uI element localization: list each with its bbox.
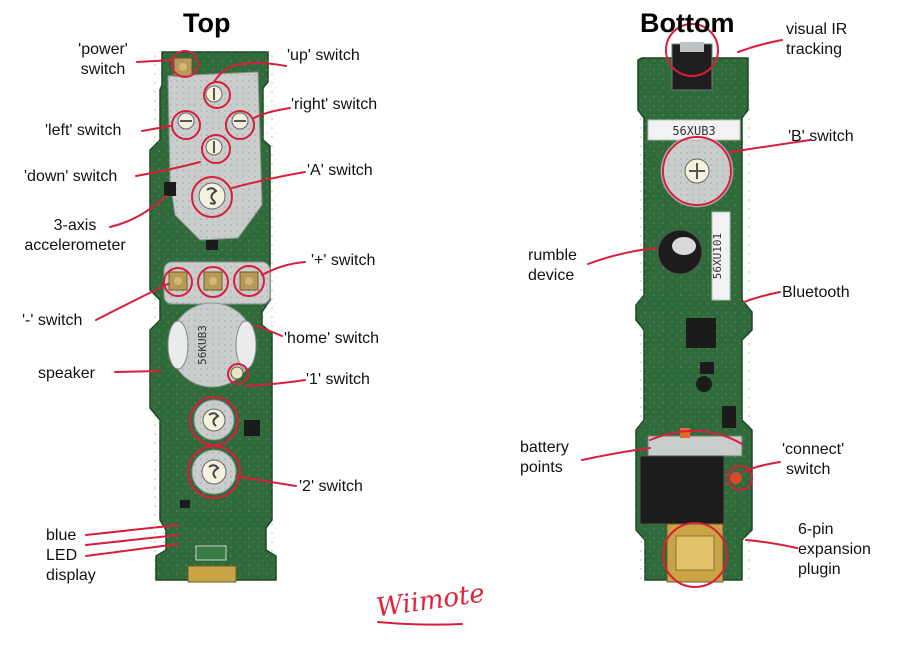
label-b-switch: 'B' switch <box>788 128 854 145</box>
label-led-line-1: blue <box>46 527 77 544</box>
label-power-switch: 'power' switch <box>68 40 138 80</box>
top-serial-marking: 56KUB3 <box>196 325 209 365</box>
bottom-serial-marking-2: 56XU101 <box>711 233 724 279</box>
label-expansion-line-2: expansion <box>798 541 871 558</box>
label-connect-line-1: 'connect' <box>782 441 845 458</box>
annotation-strokes <box>85 23 811 626</box>
label-one-switch: '1' switch <box>306 371 370 388</box>
label-battery-points: battery points <box>520 438 569 478</box>
label-accel-line-1: 3-axis <box>53 217 97 234</box>
label-power-line-1: 'power' <box>78 41 128 58</box>
label-led-line-2: LED <box>46 547 78 564</box>
label-led-display: blue LED display <box>46 526 96 586</box>
label-accel-line-2: accelerometer <box>24 237 126 254</box>
label-led-line-3: display <box>46 567 96 584</box>
label-two-switch: '2' switch <box>299 478 363 495</box>
bottom-board: 56XUB3 56XU101 <box>635 42 753 583</box>
top-heading: Top <box>183 8 231 38</box>
switch-dome-icon <box>177 85 249 485</box>
label-speaker: speaker <box>38 365 95 382</box>
label-home-switch: 'home' switch <box>284 330 380 347</box>
label-rumble-device: rumble device <box>528 246 577 286</box>
label-rumble-line-1: rumble <box>528 247 577 264</box>
bottom-heading: Bottom <box>640 8 735 38</box>
label-a-switch: 'A' switch <box>307 162 373 179</box>
bottom-serial-marking-1: 56XUB3 <box>672 124 715 138</box>
label-power-line-2: switch <box>80 61 126 78</box>
battery-contacts <box>647 435 743 457</box>
label-down-switch: 'down' switch <box>24 168 118 185</box>
connect-switch-button <box>730 472 742 484</box>
label-connect-switch: 'connect' switch <box>782 440 844 480</box>
label-ir-tracking: visual IR tracking <box>786 20 847 60</box>
top-board: 56KUB3 <box>149 51 277 583</box>
label-up-switch: 'up' switch <box>287 47 360 64</box>
label-battery-line-2: points <box>520 459 563 476</box>
label-bluetooth: Bluetooth <box>782 284 850 301</box>
bluetooth-chip <box>686 318 716 348</box>
tact-button-icon <box>168 57 259 380</box>
accelerometer-chip <box>164 182 176 196</box>
label-expansion-line-1: 6-pin <box>798 521 834 538</box>
label-expansion-plugin: 6-pin expansion plugin <box>798 520 871 580</box>
label-minus-switch: '-' switch <box>22 312 83 329</box>
label-ir-line-1: visual IR <box>786 21 848 38</box>
label-plus-switch: '+' switch <box>311 252 376 269</box>
label-expansion-line-3: plugin <box>798 561 841 578</box>
label-ir-line-2: tracking <box>786 41 843 58</box>
label-accelerometer: 3-axis accelerometer <box>10 216 140 256</box>
top-expansion-port <box>187 565 237 583</box>
label-right-switch: 'right' switch <box>291 96 378 113</box>
label-left-switch: 'left' switch <box>45 122 122 139</box>
label-battery-line-1: battery <box>520 439 569 456</box>
label-connect-line-2: switch <box>786 461 831 478</box>
label-rumble-line-2: device <box>528 267 575 284</box>
